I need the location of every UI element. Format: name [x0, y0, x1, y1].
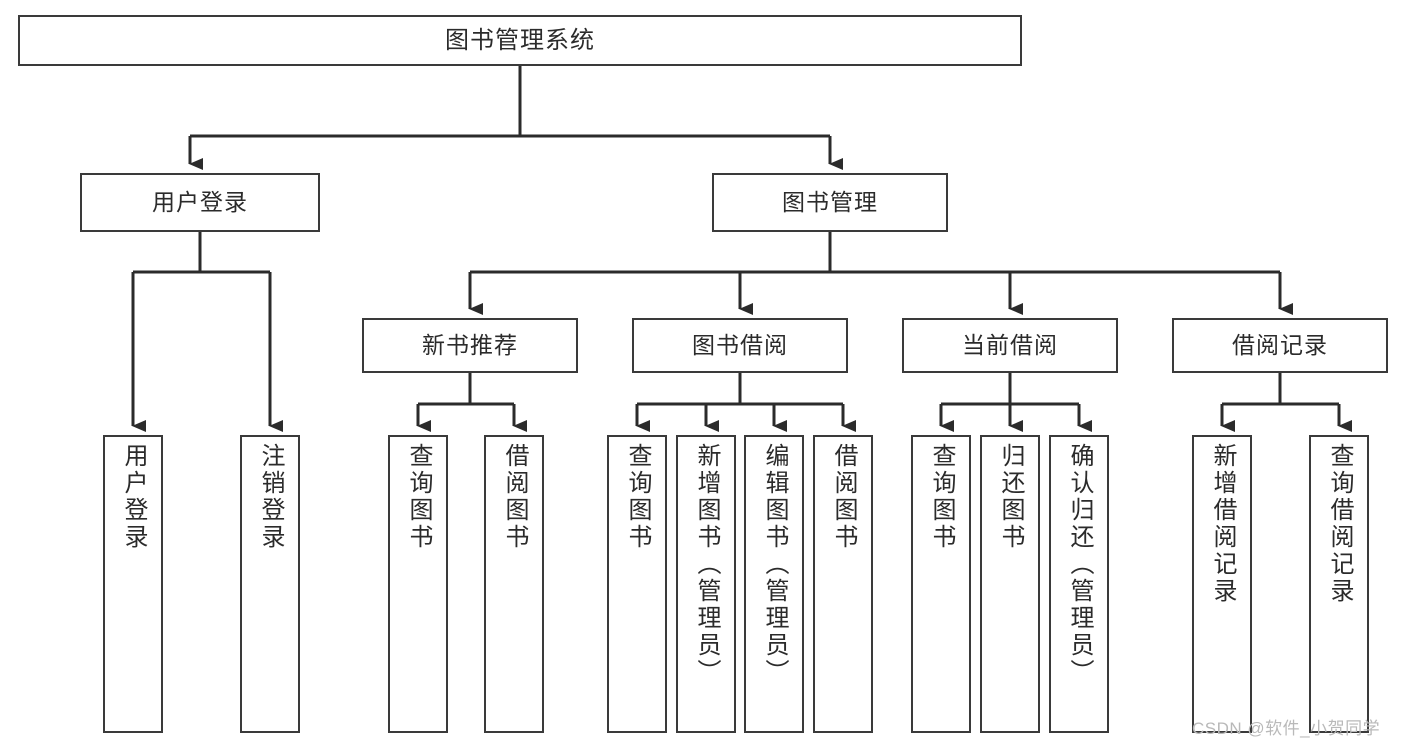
node-leaf-query-record[interactable]: 查询借阅记录 — [1309, 435, 1369, 733]
node-leaf-user-login[interactable]: 用户登录 — [103, 435, 163, 733]
node-label: 图书管理系统 — [445, 26, 595, 54]
node-leaf-query-book-1[interactable]: 查询图书 — [388, 435, 448, 733]
node-book-management[interactable]: 图书管理 — [712, 173, 948, 232]
node-label: 图书借阅 — [692, 332, 788, 359]
node-book-borrow[interactable]: 图书借阅 — [632, 318, 848, 373]
node-label: 注销登录 — [257, 443, 284, 551]
node-label: 用户登录 — [152, 189, 248, 216]
node-label: 借阅记录 — [1232, 332, 1328, 359]
node-label: 新增借阅记录 — [1209, 443, 1236, 605]
node-leaf-borrow-book-2[interactable]: 借阅图书 — [813, 435, 873, 733]
node-label: 归还图书 — [997, 443, 1024, 551]
node-label: 编辑图书（管理员） — [761, 443, 788, 686]
node-label: 新增图书（管理员） — [693, 443, 720, 686]
node-root-book-management-system[interactable]: 图书管理系统 — [18, 15, 1022, 66]
node-leaf-logout-login[interactable]: 注销登录 — [240, 435, 300, 733]
node-leaf-add-record[interactable]: 新增借阅记录 — [1192, 435, 1252, 733]
node-label: 当前借阅 — [962, 332, 1058, 359]
node-user-login[interactable]: 用户登录 — [80, 173, 320, 232]
node-leaf-edit-book[interactable]: 编辑图书（管理员） — [744, 435, 804, 733]
node-label: 图书管理 — [782, 189, 878, 216]
node-label: 用户登录 — [120, 443, 147, 551]
node-label: 借阅图书 — [830, 443, 857, 551]
node-leaf-return-book[interactable]: 归还图书 — [980, 435, 1040, 733]
node-leaf-query-book-3[interactable]: 查询图书 — [911, 435, 971, 733]
node-borrow-record[interactable]: 借阅记录 — [1172, 318, 1388, 373]
node-new-book-recommend[interactable]: 新书推荐 — [362, 318, 578, 373]
node-label: 查询图书 — [928, 443, 955, 551]
node-leaf-borrow-book-1[interactable]: 借阅图书 — [484, 435, 544, 733]
node-current-borrow[interactable]: 当前借阅 — [902, 318, 1118, 373]
node-label: 确认归还（管理员） — [1066, 443, 1093, 686]
node-label: 查询图书 — [624, 443, 651, 551]
node-label: 新书推荐 — [422, 332, 518, 359]
node-leaf-query-book-2[interactable]: 查询图书 — [607, 435, 667, 733]
node-leaf-add-book[interactable]: 新增图书（管理员） — [676, 435, 736, 733]
node-label: 查询借阅记录 — [1326, 443, 1353, 605]
node-label: 借阅图书 — [501, 443, 528, 551]
node-label: 查询图书 — [405, 443, 432, 551]
node-leaf-confirm-return[interactable]: 确认归还（管理员） — [1049, 435, 1109, 733]
